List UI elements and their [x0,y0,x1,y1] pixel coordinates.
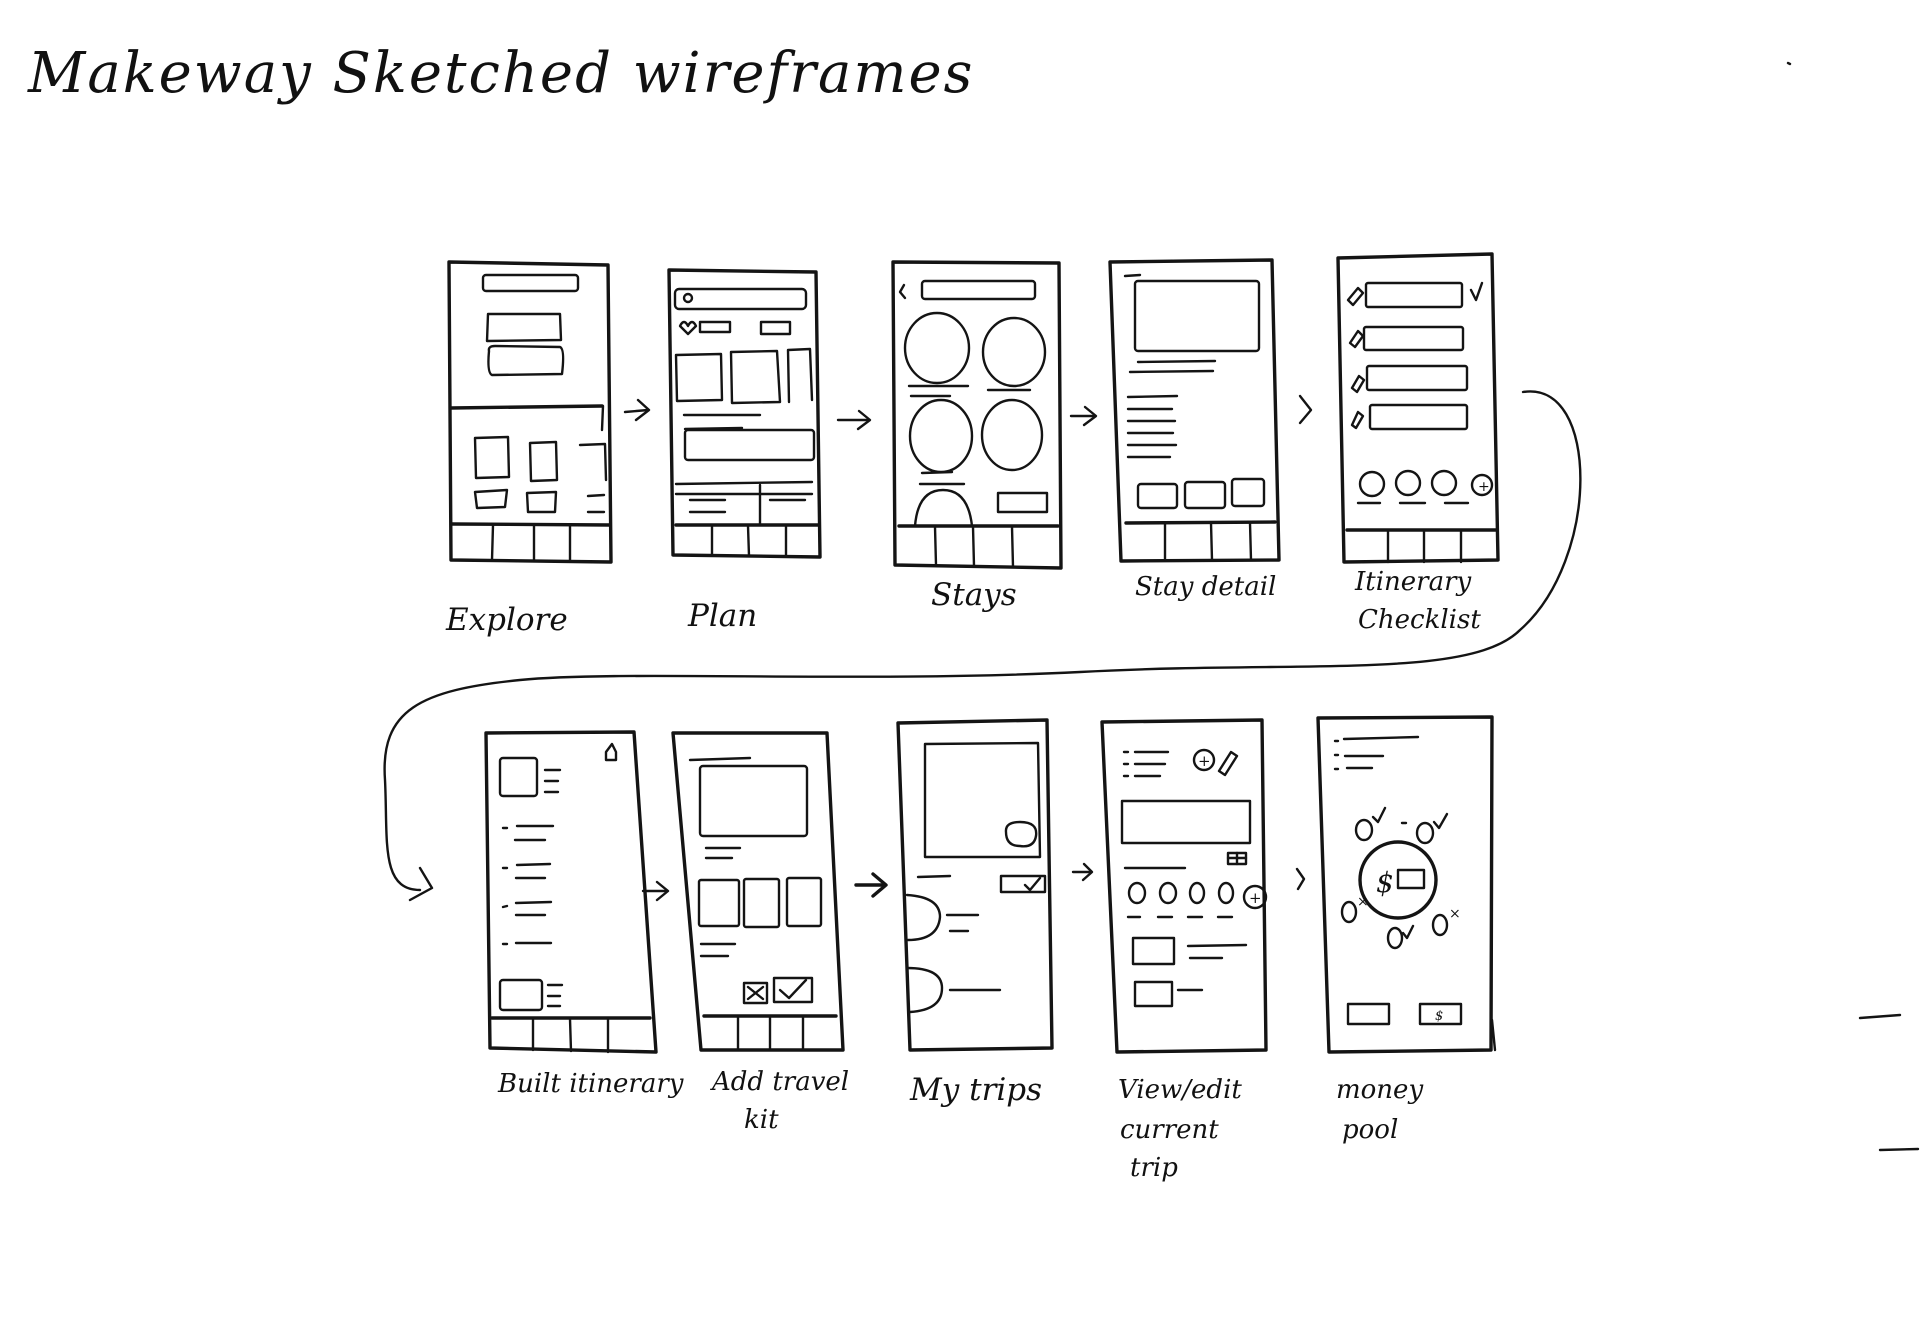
cross-icon-left: × [1357,894,1369,910]
screen-view-edit-current-trip: + + [1100,718,1268,1054]
screen-my-trips [896,718,1054,1052]
screen-label-plan: Plan [687,598,757,634]
screen-explore [447,260,613,564]
add-trip-plus-icon: + [1198,752,1211,770]
add-person-plus-icon: + [1249,889,1262,907]
screen-label-money: money [1336,1075,1423,1105]
screen-label-add-travel: Add travel [710,1067,849,1097]
screen-label-trip: trip [1130,1153,1178,1183]
plus-icon: + [1478,479,1490,495]
screen-label-stay-detail: Stay detail [1135,572,1276,602]
flow-arrow-2 [836,409,872,431]
dollar-button-icon: $ [1435,1009,1443,1024]
board-title: Makeway Sketched wireframes [27,41,974,106]
screen-stays [891,260,1063,570]
flow-arrow-9 [1295,867,1306,891]
screen-plan [667,268,822,559]
screen-label-stays: Stays [931,577,1017,613]
flow-arrow-6 [641,880,670,902]
screen-label-pool: pool [1342,1115,1398,1145]
screen-label-current: current [1120,1115,1219,1145]
screen-label-checklist: Checklist [1358,605,1481,635]
screen-label-explore: Explore [445,602,568,638]
flow-arrow-4 [1298,394,1313,425]
screen-money-pool: $ × × $ [1316,715,1494,1054]
flow-arrow-3 [1069,405,1098,427]
cross-icon-right: × [1449,906,1461,922]
flow-connector-curve [383,390,1582,902]
screen-label-my-trips: My trips [909,1072,1042,1108]
flow-arrow-7 [854,872,888,898]
screen-itinerary-checklist: + [1336,252,1500,564]
screen-stay-detail [1108,258,1281,563]
screen-built-itinerary [484,730,658,1054]
screen-label-kit: kit [744,1105,779,1135]
stray-pen-marks [1490,61,1920,1152]
dollar-icon: $ [1376,866,1394,899]
flow-arrow-1 [623,398,651,422]
screen-label-itinerary: Itinerary [1354,567,1472,597]
screen-label-built-itinerary: Built itinerary [497,1069,684,1099]
screen-add-travel-kit [671,731,845,1052]
screen-label-view-edit: View/edit [1118,1075,1242,1105]
flow-arrow-8 [1071,862,1094,882]
